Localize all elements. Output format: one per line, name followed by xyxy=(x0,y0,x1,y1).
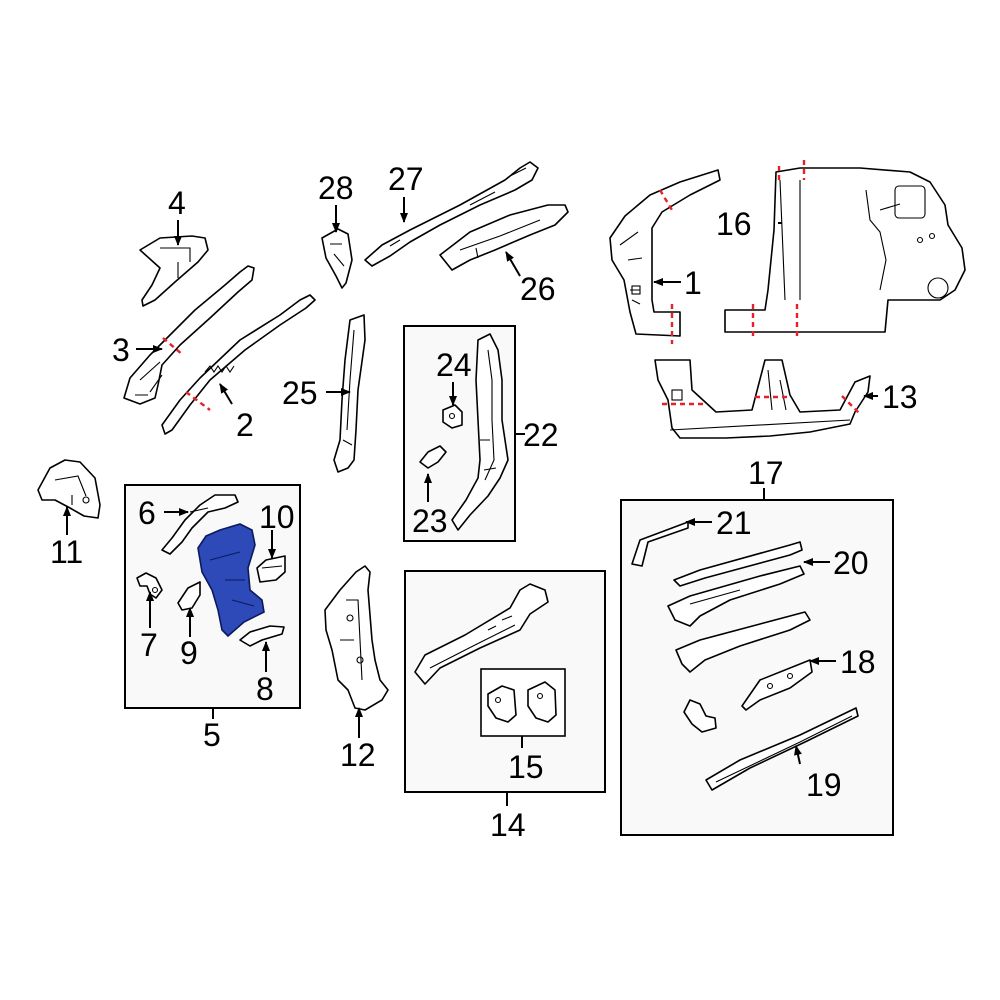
callout-5: 5 xyxy=(203,717,221,753)
part-7-bracket xyxy=(136,572,163,599)
part-15-bracket-left xyxy=(487,685,517,723)
part-3-a-pillar-reinforcement xyxy=(123,265,255,405)
part-20-sill-upper xyxy=(673,541,803,587)
part-10-bracket xyxy=(256,555,286,583)
part-9-bracket xyxy=(177,581,201,611)
callout-27: 27 xyxy=(388,161,424,197)
callout-7: 7 xyxy=(140,627,158,663)
callout-16: 16 xyxy=(716,206,752,242)
callout-21: 21 xyxy=(716,505,752,541)
part-25-pillar-panel xyxy=(333,314,366,473)
callout-24: 24 xyxy=(436,347,472,383)
part-21-bracket xyxy=(631,521,689,567)
callout-20: 20 xyxy=(833,545,869,581)
part-sill-inner-upper xyxy=(667,565,805,627)
callout-17: 17 xyxy=(748,455,784,491)
cut-line-1a xyxy=(658,189,674,211)
part-26-roof-rail-inner xyxy=(439,204,569,271)
part-17-small-bracket xyxy=(683,699,717,733)
callout-8: 8 xyxy=(256,671,274,707)
part-9-center-pillar-inner-highlighted xyxy=(197,523,265,638)
part-15-bracket-right xyxy=(527,681,557,723)
part-27-roof-rail xyxy=(364,161,539,267)
cut-line-2 xyxy=(185,391,211,411)
callout-28: 28 xyxy=(318,170,354,206)
part-13-rocker-outer xyxy=(654,359,871,439)
callout-15: 15 xyxy=(508,749,544,785)
callout-22: 22 xyxy=(523,417,559,453)
part-11-bracket xyxy=(37,459,101,519)
part-6-reinforcement xyxy=(161,494,239,555)
callout-25: 25 xyxy=(282,375,318,411)
part-16-body-side-rear xyxy=(724,160,966,340)
callout-1: 1 xyxy=(684,265,702,301)
part-2-a-pillar-rail xyxy=(161,294,316,435)
callout-10: 10 xyxy=(259,499,295,535)
part-8-reinforcement xyxy=(239,625,285,647)
callout-6: 6 xyxy=(138,495,156,531)
callout-26: 26 xyxy=(520,271,556,307)
callout-18: 18 xyxy=(840,644,876,680)
part-14-rocker-panel xyxy=(414,583,549,685)
part-19-sill-lower xyxy=(705,707,859,791)
part-4-bracket xyxy=(139,235,209,307)
part-28-bracket xyxy=(321,228,353,289)
callout-9: 9 xyxy=(180,635,198,671)
part-24-plate xyxy=(442,404,463,429)
callout-2: 2 xyxy=(236,407,254,443)
callout-3: 3 xyxy=(112,332,130,368)
part-sill-inner-lower xyxy=(675,611,811,673)
part-22-center-pillar xyxy=(451,333,509,531)
callout-19: 19 xyxy=(806,767,842,803)
callout-23: 23 xyxy=(412,503,448,539)
part-12-pillar-lower xyxy=(324,565,389,711)
part-23-bracket xyxy=(419,445,447,469)
callout-11: 11 xyxy=(50,534,83,570)
part-18-reinforcement xyxy=(741,659,813,711)
callout-4: 4 xyxy=(168,185,186,221)
callout-13: 13 xyxy=(882,379,918,415)
cut-line-3 xyxy=(162,337,184,356)
leader-lines xyxy=(63,197,878,806)
part-1-body-side-front xyxy=(609,169,721,344)
callout-labels: 4 3 2 28 27 26 25 11 6 10 7 9 8 5 12 24 … xyxy=(50,161,918,843)
callout-14: 14 xyxy=(490,807,526,843)
callout-12: 12 xyxy=(340,737,376,773)
cut-line-13c xyxy=(841,395,861,415)
